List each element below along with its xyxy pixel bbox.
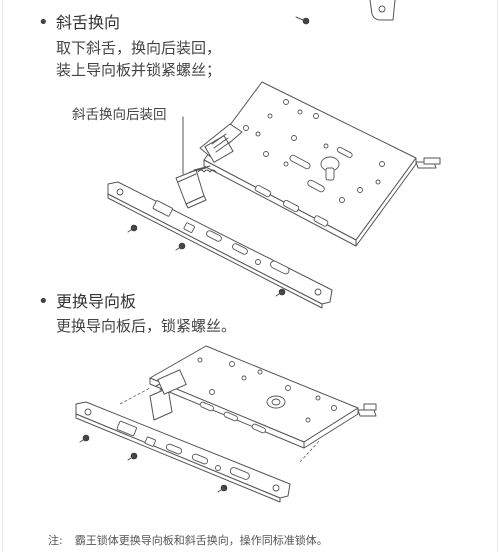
left-border [2,0,3,552]
screw-icon [295,16,310,25]
section-title: 斜舌换向 [56,13,121,32]
screw-icon [127,224,138,233]
screw-icon [217,484,228,493]
assembly-guide [119,387,321,463]
faceplate [75,401,291,503]
lock-case [203,81,441,247]
instruction-line: 装上导向板并锁紧螺丝； [56,61,222,79]
footnote: 注: 霸王锁体更换导向板和斜舌换向，操作同标准锁体。 [48,532,328,548]
bullet: • [38,291,49,312]
screw-icon [127,452,138,461]
latch-bolt [175,116,243,209]
right-border [497,0,498,552]
footnote-text: 霸王锁体更换导向板和斜舌换向，操作同标准锁体。 [74,534,328,547]
screw-icon [275,288,286,297]
lock-diagram-reverse-latch [107,81,441,309]
screw-icon [175,242,186,251]
screw-icon [79,434,90,443]
faceplate [107,181,333,309]
keyhole-icon [266,395,286,409]
footnote-label: 注: [48,534,63,547]
previous-plate-fragment [295,0,396,25]
lock-diagram-replace-faceplate [75,345,377,503]
keyhole-icon [320,156,340,181]
latch-callout-label: 斜舌换向后装回 [72,107,167,123]
bullet: • [38,12,49,33]
section-title: 更换导向板 [56,292,137,311]
instruction-line: 更换导向板后，锁紧螺丝。 [56,317,237,335]
lock-case [149,345,377,449]
instruction-line: 取下斜舌，换向后装回， [56,39,222,57]
